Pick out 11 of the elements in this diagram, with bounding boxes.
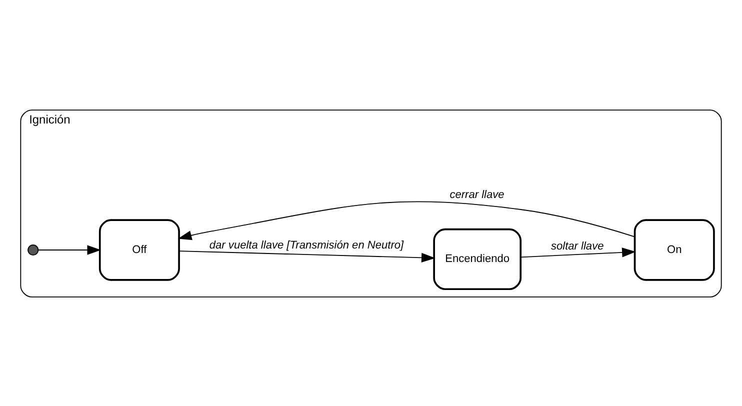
edge-label: soltar llave	[551, 240, 604, 252]
node-box: Encendiendo	[433, 228, 522, 290]
node-box: Off	[98, 218, 180, 280]
arrow	[38, 244, 102, 254]
node-circle	[28, 244, 39, 256]
edge-label: cerrar llave	[450, 188, 504, 201]
arrow	[178, 250, 436, 262]
arrow	[520, 247, 636, 258]
node-box: On	[634, 218, 715, 280]
arrow	[178, 200, 636, 240]
edge-label: dar vuelta llave [Transmisión en Neutro]	[209, 239, 404, 252]
